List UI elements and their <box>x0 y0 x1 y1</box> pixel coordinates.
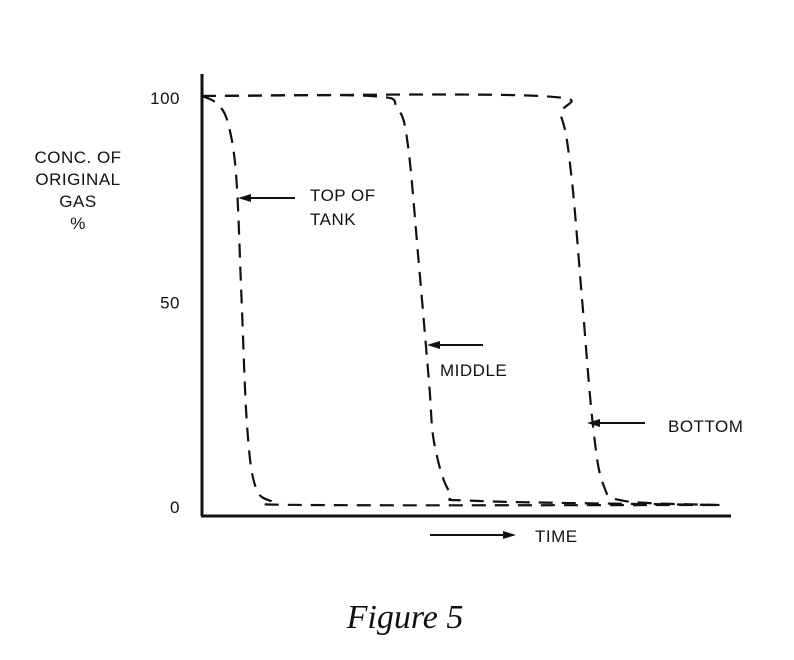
series-line-bottom <box>201 93 720 507</box>
y-axis-label: CONC. OF ORIGINAL GAS% <box>34 148 121 233</box>
time-arrowhead <box>503 531 516 539</box>
series-line-top-of-tank <box>201 94 720 507</box>
y-axis-label-line: ORIGINAL <box>35 170 120 189</box>
series-label-top-of-tank: TOP OF <box>310 186 376 205</box>
y-axis-label-line: % <box>70 214 86 233</box>
y-axis-label-line: CONC. OF <box>34 148 121 167</box>
series-line-middle <box>201 93 720 507</box>
x-axis-label: TIME <box>535 527 578 546</box>
y-tick-label: 100 <box>150 89 180 108</box>
series-label-middle: MIDDLE <box>440 361 507 380</box>
y-tick-label: 0 <box>170 498 180 517</box>
annotation-arrowhead-bottom <box>587 419 600 427</box>
y-tick-label: 50 <box>160 294 180 313</box>
series-label-top-of-tank: TANK <box>310 210 356 229</box>
annotation-arrowhead-middle <box>427 341 440 349</box>
annotation-arrowhead-top-of-tank <box>238 194 251 202</box>
series-label-bottom: BOTTOM <box>668 417 743 436</box>
y-axis-label-line: GAS <box>59 192 96 211</box>
figure-caption: Figure 5 <box>346 599 464 636</box>
